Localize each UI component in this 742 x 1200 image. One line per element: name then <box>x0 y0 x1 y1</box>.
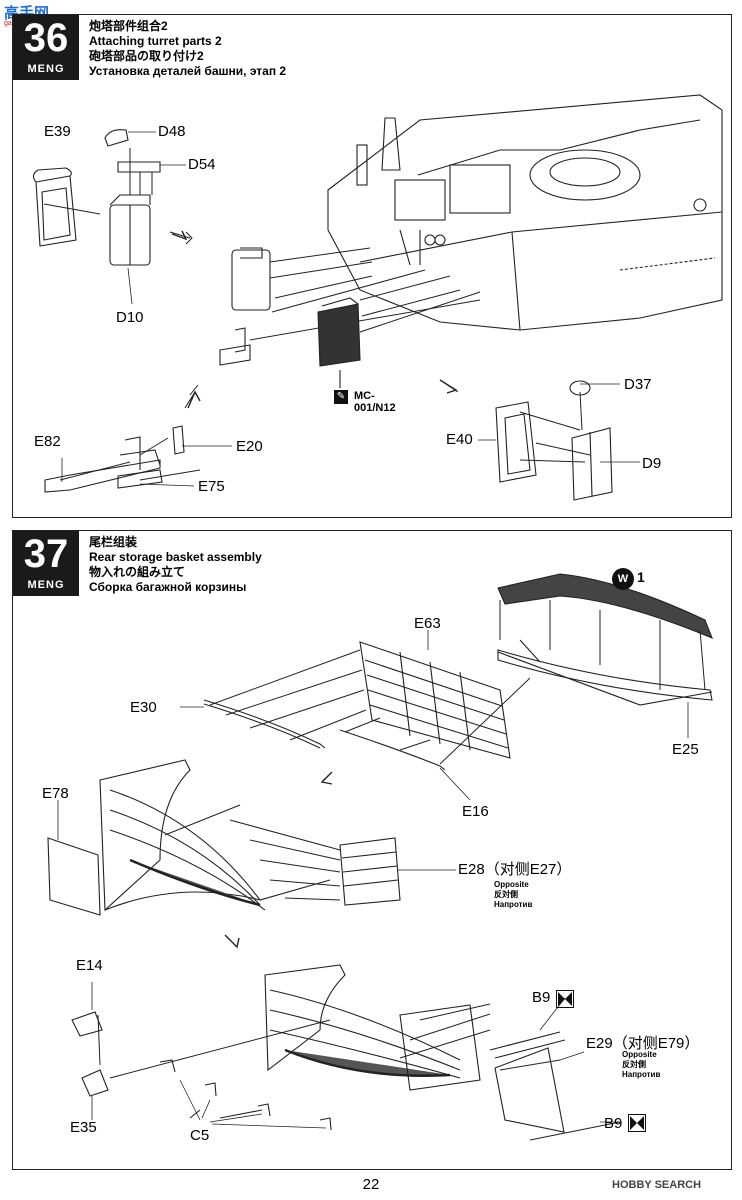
label-e30: E30 <box>130 699 157 716</box>
label-b9-top: B9 <box>532 989 551 1006</box>
step-37-title-en: Rear storage basket assembly <box>89 550 262 564</box>
step-37-title-ru: Сборка багажной корзины <box>89 580 247 594</box>
step-36-title-en: Attaching turret parts 2 <box>89 34 222 48</box>
label-e78: E78 <box>42 785 69 802</box>
step-36-brand: MENG <box>27 63 65 75</box>
page-number: 22 <box>362 1176 380 1193</box>
bowtie-icon <box>556 990 574 1008</box>
label-e82: E82 <box>34 433 61 450</box>
step-37-title-cn: 尾栏组装 <box>89 535 138 549</box>
step-37-number: 37 <box>23 532 69 576</box>
label-e75: E75 <box>198 478 225 495</box>
brush-icon: ✎ <box>334 390 348 404</box>
step-37-titles: 尾栏组装 Rear storage basket assembly 物入れの組み… <box>89 535 262 595</box>
label-d9: D9 <box>642 455 662 472</box>
step-36-title-cn: 炮塔部件组合2 <box>89 19 168 33</box>
label-d54: D54 <box>188 156 216 173</box>
label-e14: E14 <box>76 957 103 974</box>
note-e28-opposite: Opposite 反対側 Напротив <box>494 880 533 909</box>
label-e20: E20 <box>236 438 263 455</box>
step-36-panel: 36 MENG 炮塔部件组合2 Attaching turret parts 2… <box>12 14 732 518</box>
paint-code: MC-001/N12 <box>354 390 396 414</box>
label-e25: E25 <box>672 741 699 758</box>
label-e63: E63 <box>414 615 441 632</box>
step-36-titles: 炮塔部件组合2 Attaching turret parts 2 砲塔部品の取り… <box>89 19 286 79</box>
step-37-title-jp: 物入れの組み立て <box>89 565 186 579</box>
label-e39: E39 <box>44 123 71 140</box>
step-36-title-jp: 砲塔部品の取り付け2 <box>89 49 204 63</box>
step-36-title-ru: Установка деталей башни, этап 2 <box>89 64 287 78</box>
label-e40: E40 <box>446 431 473 448</box>
w1-count: 1 <box>637 569 645 585</box>
note-e29-opposite: Opposite 反対側 Напротив <box>622 1050 661 1079</box>
label-e29: E29（对侧E79） <box>586 1035 700 1052</box>
label-b9-bottom: B9 <box>604 1115 623 1132</box>
label-e28: E28（对侧E27） <box>458 861 572 878</box>
w1-badge: W <box>612 568 634 590</box>
label-e16: E16 <box>462 803 489 820</box>
label-d48: D48 <box>158 123 186 140</box>
step-36-number: 36 <box>23 16 69 60</box>
basket-middle-drawing <box>47 759 401 916</box>
hobby-search-watermark: HOBBY SEARCH <box>612 1179 702 1191</box>
label-e35: E35 <box>70 1119 97 1136</box>
label-d37: D37 <box>624 376 652 393</box>
basket-bottom-drawing <box>71 964 621 1141</box>
railing-e63-drawing <box>359 641 511 759</box>
step-37-brand: MENG <box>27 579 65 591</box>
step-37-badge: 37 MENG <box>13 531 79 596</box>
turret-drawing <box>327 94 723 331</box>
label-d10: D10 <box>116 309 144 326</box>
bowtie-icon <box>628 1114 646 1132</box>
step-37-panel: 37 MENG 尾栏组装 Rear storage basket assembl… <box>12 530 732 1170</box>
step-36-badge: 36 MENG <box>13 15 79 80</box>
mesh-panel-drawing <box>497 573 713 701</box>
label-c5: C5 <box>190 1127 210 1144</box>
